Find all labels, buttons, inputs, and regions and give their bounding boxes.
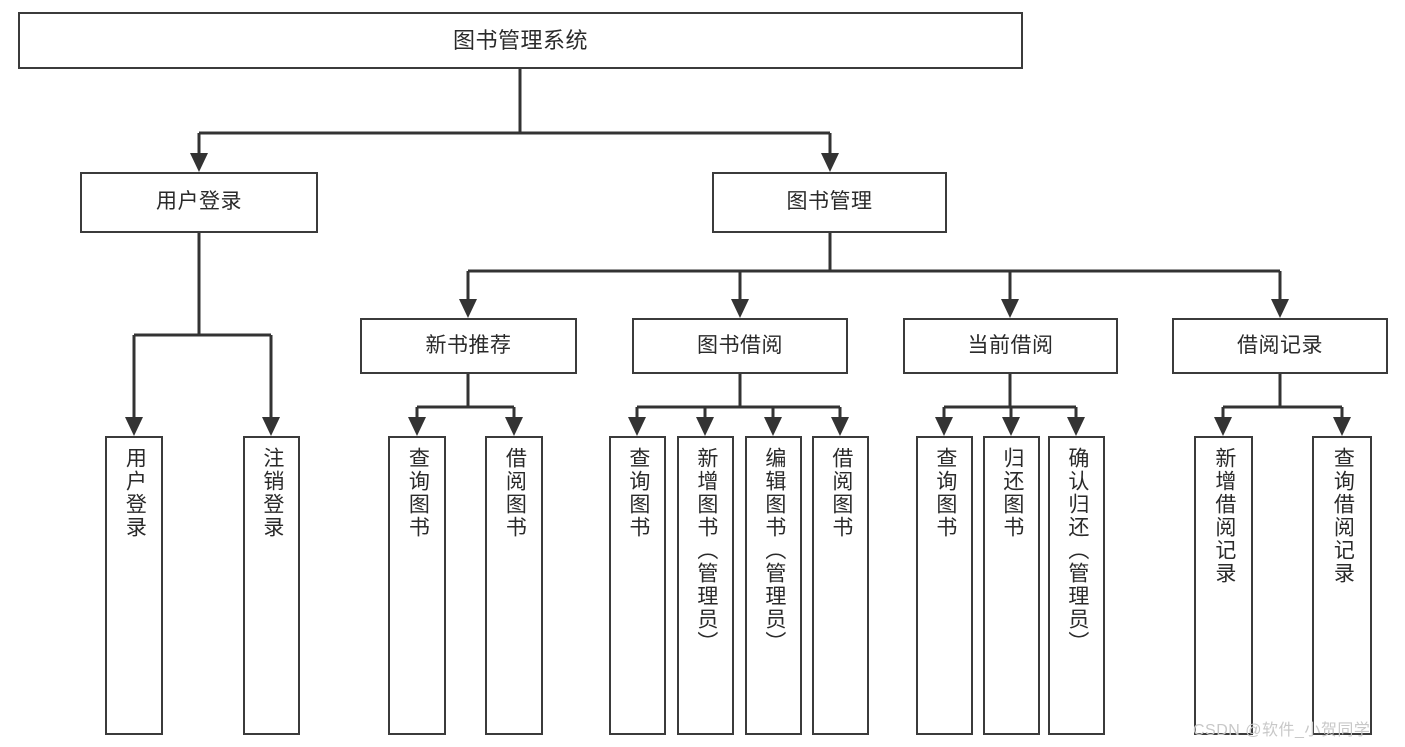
node-leaf-query-book-rec[interactable]: 查询图书 xyxy=(388,436,446,735)
current-borrow-to-leaves-arrowhead-1 xyxy=(1002,417,1020,436)
borrow-record-to-leaves-arrowhead-1 xyxy=(1333,417,1351,436)
node-label: 查询图书 xyxy=(406,447,430,539)
book-borrow-to-leaves-arrowhead-3 xyxy=(831,417,849,436)
node-label: 注销登录 xyxy=(260,447,284,539)
node-new-book-recommend[interactable]: 新书推荐 xyxy=(360,318,577,374)
node-root[interactable]: 图书管理系统 xyxy=(18,12,1023,69)
node-leaf-borrow-book-rec[interactable]: 借阅图书 xyxy=(485,436,543,735)
book-manage-to-level2-arrowhead-1 xyxy=(731,299,749,318)
node-label: 新书推荐 xyxy=(425,333,512,357)
node-label: 当前借阅 xyxy=(967,333,1054,357)
node-label: 归还图书 xyxy=(1000,447,1024,539)
new-book-recommend-to-leaves-arrowhead-1 xyxy=(505,417,523,436)
node-label: 借阅图书 xyxy=(829,447,853,539)
node-leaf-user-login[interactable]: 用户登录 xyxy=(105,436,163,735)
node-label: 图书管理 xyxy=(786,190,873,214)
node-label: 确认归还（管理员） xyxy=(1065,447,1089,654)
book-borrow-to-leaves-arrowhead-2 xyxy=(764,417,782,436)
node-current-borrow[interactable]: 当前借阅 xyxy=(903,318,1118,374)
node-label: 查询图书 xyxy=(933,447,957,539)
node-label: 图书借阅 xyxy=(697,333,783,357)
node-user-login[interactable]: 用户登录 xyxy=(80,172,318,233)
current-borrow-to-leaves-arrowhead-0 xyxy=(935,417,953,436)
node-label: 借阅记录 xyxy=(1237,333,1323,357)
root-to-level1-arrowhead-1 xyxy=(821,153,839,172)
node-label: 借阅图书 xyxy=(503,447,527,539)
book-manage-to-level2-arrowhead-0 xyxy=(459,299,477,318)
node-book-borrow[interactable]: 图书借阅 xyxy=(632,318,848,374)
user-login-to-leaves-arrowhead-1 xyxy=(262,417,280,436)
node-label: 图书管理系统 xyxy=(452,27,588,53)
node-label: 新增借阅记录 xyxy=(1212,447,1236,585)
node-leaf-add-book[interactable]: 新增图书（管理员） xyxy=(677,436,734,735)
node-leaf-logout[interactable]: 注销登录 xyxy=(243,436,300,735)
node-leaf-edit-book[interactable]: 编辑图书（管理员） xyxy=(745,436,802,735)
node-leaf-add-record[interactable]: 新增借阅记录 xyxy=(1194,436,1253,735)
book-borrow-to-leaves-arrowhead-1 xyxy=(696,417,714,436)
book-manage-to-level2-arrowhead-2 xyxy=(1001,299,1019,318)
new-book-recommend-to-leaves-arrowhead-0 xyxy=(408,417,426,436)
node-leaf-confirm-return[interactable]: 确认归还（管理员） xyxy=(1048,436,1105,735)
node-label: 新增图书（管理员） xyxy=(694,447,718,654)
node-leaf-return-book[interactable]: 归还图书 xyxy=(983,436,1040,735)
book-borrow-to-leaves-arrowhead-0 xyxy=(628,417,646,436)
watermark: CSDN @软件_小贺同学 xyxy=(1193,722,1371,739)
user-login-to-leaves-arrowhead-0 xyxy=(125,417,143,436)
node-label: 用户登录 xyxy=(123,447,147,539)
book-manage-to-level2-arrowhead-3 xyxy=(1271,299,1289,318)
node-borrow-record[interactable]: 借阅记录 xyxy=(1172,318,1388,374)
node-label: 查询图书 xyxy=(626,447,650,539)
node-leaf-query-record[interactable]: 查询借阅记录 xyxy=(1312,436,1372,735)
root-to-level1-arrowhead-0 xyxy=(190,153,208,172)
current-borrow-to-leaves-arrowhead-2 xyxy=(1067,417,1085,436)
node-leaf-query-book-borrow[interactable]: 查询图书 xyxy=(609,436,666,735)
node-label: 编辑图书（管理员） xyxy=(762,447,786,654)
node-leaf-query-book-cur[interactable]: 查询图书 xyxy=(916,436,973,735)
borrow-record-to-leaves-arrowhead-0 xyxy=(1214,417,1232,436)
node-leaf-borrow-book[interactable]: 借阅图书 xyxy=(812,436,869,735)
node-label: 查询借阅记录 xyxy=(1331,447,1355,585)
node-label: 用户登录 xyxy=(156,190,242,214)
node-book-manage[interactable]: 图书管理 xyxy=(712,172,947,233)
